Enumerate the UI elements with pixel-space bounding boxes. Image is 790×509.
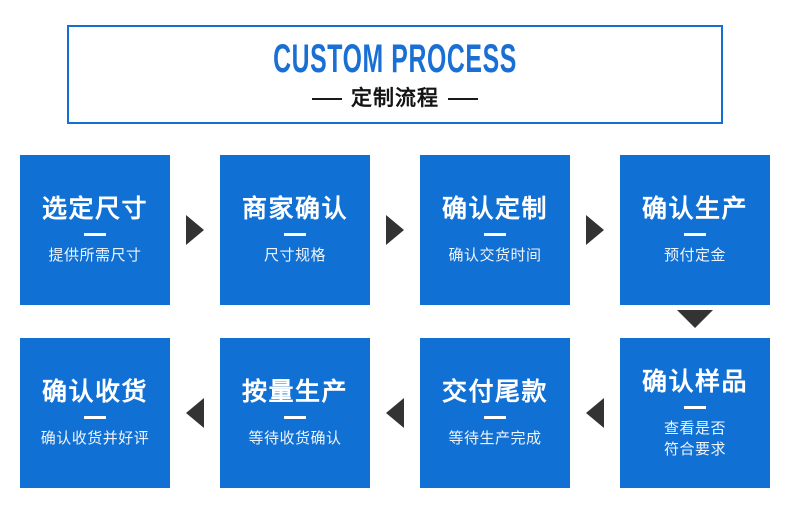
header-banner: CUSTOM PROCESS 定制流程 <box>67 25 723 124</box>
arrow-right-icon <box>386 215 404 245</box>
step-desc-line1: 预付定金 <box>663 247 726 264</box>
arrow-down-icon <box>677 310 713 328</box>
step-title: 选定尺寸 <box>41 195 148 223</box>
step-divider <box>484 416 506 419</box>
step-desc-line1: 尺寸规格 <box>263 247 326 264</box>
step-divider <box>484 233 506 236</box>
step-title: 确认生产 <box>641 195 748 223</box>
step-desc-line2: 符合要求 <box>663 440 726 458</box>
subtitle-dash-right-icon <box>448 98 478 100</box>
step-desc-line1: 提供所需尺寸 <box>48 247 142 264</box>
arrow-right-icon <box>586 215 604 245</box>
step-title: 商家确认 <box>241 195 348 223</box>
step-title: 按量生产 <box>241 378 348 406</box>
arrow-left-icon <box>386 398 404 428</box>
step-box-5[interactable]: 确认样品 查看是否 符合要求 <box>620 338 770 488</box>
step-box-7[interactable]: 按量生产 等待收货确认 <box>220 338 370 488</box>
step-title: 确认收货 <box>41 378 148 406</box>
step-desc-line1: 等待收货确认 <box>248 430 342 447</box>
step-box-3[interactable]: 确认定制 确认交货时间 <box>420 155 570 305</box>
arrow-left-icon <box>586 398 604 428</box>
page-subtitle: 定制流程 <box>351 87 439 110</box>
step-divider <box>284 233 306 236</box>
step-box-4[interactable]: 确认生产 预付定金 <box>620 155 770 305</box>
step-divider <box>84 416 106 419</box>
step-box-2[interactable]: 商家确认 尺寸规格 <box>220 155 370 305</box>
arrow-left-icon <box>186 398 204 428</box>
step-desc-line1: 查看是否 <box>663 419 726 437</box>
step-desc-line1: 确认交货时间 <box>448 247 542 264</box>
step-box-8[interactable]: 确认收货 确认收货并好评 <box>20 338 170 488</box>
step-box-6[interactable]: 交付尾款 等待生产完成 <box>420 338 570 488</box>
page-title: CUSTOM PROCESS <box>273 37 517 81</box>
subtitle-row: 定制流程 <box>69 87 721 111</box>
step-divider <box>684 233 706 236</box>
step-title: 确认样品 <box>641 367 748 396</box>
arrow-right-icon <box>186 215 204 245</box>
step-divider <box>684 405 706 409</box>
step-desc-line1: 等待生产完成 <box>448 430 542 447</box>
step-box-1[interactable]: 选定尺寸 提供所需尺寸 <box>20 155 170 305</box>
step-divider <box>284 416 306 419</box>
step-title: 交付尾款 <box>441 378 548 406</box>
subtitle-dash-left-icon <box>312 98 342 100</box>
step-desc-line1: 确认收货并好评 <box>40 430 150 447</box>
step-title: 确认定制 <box>441 195 548 223</box>
step-divider <box>84 233 106 236</box>
